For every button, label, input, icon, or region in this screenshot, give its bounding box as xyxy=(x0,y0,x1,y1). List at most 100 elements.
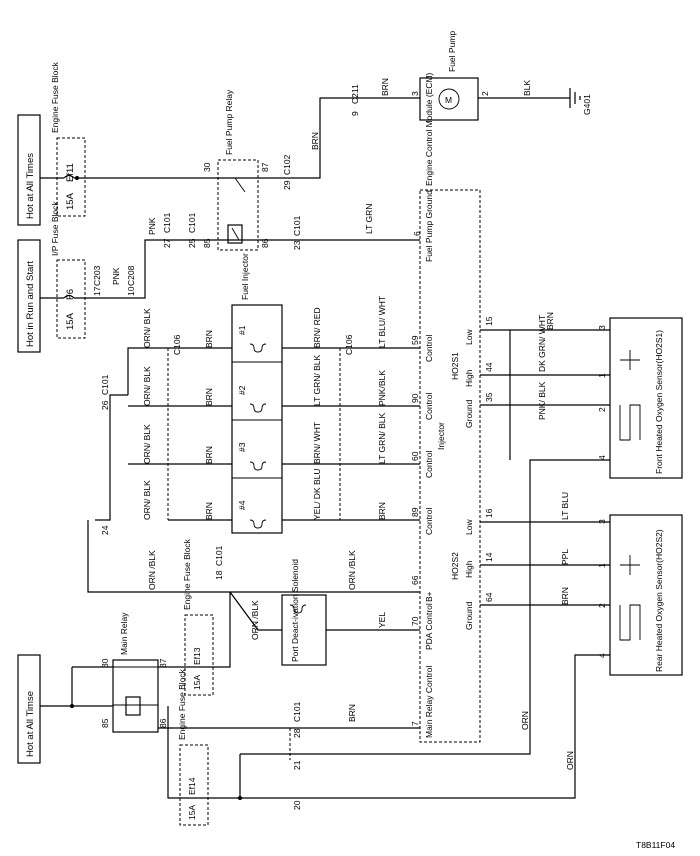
relay-pin-86: 86 xyxy=(260,238,270,248)
hot-in-run-and-start-box: Hot in Run and Start xyxy=(17,239,41,353)
brn-label-c211: BRN xyxy=(380,78,390,96)
front-pin-35: 35 xyxy=(484,392,494,402)
ef13-rating: 15A xyxy=(192,675,202,690)
front-o2-label: Front Heated Oxygen Sensor(HO2S1) xyxy=(654,330,664,474)
fuel-injector-block: Fuel Injector #1 #2 #3 #4 xyxy=(231,253,283,534)
relay-pin-85: 85 xyxy=(202,238,212,248)
yel-dk-blu-label: YEL/ DK BLU xyxy=(312,469,322,521)
brn-inj-2: BRN xyxy=(204,388,214,406)
brn-label-pump: BRN xyxy=(310,132,320,150)
ecm-pin-90: 90 xyxy=(410,393,420,403)
lt-blu-wht-label: LT BLU/ WHT xyxy=(377,296,387,348)
orn-blk-inj-2: ORN/ BLK xyxy=(142,366,152,406)
fuse-ef14: Engine Fuse Block 15A Ef14 xyxy=(177,668,209,826)
front-ground: Ground xyxy=(464,399,474,428)
c101-pin-28: 28 xyxy=(292,728,302,738)
g401-label: G401 xyxy=(582,94,592,115)
ecm-pda-control: PDA Control xyxy=(424,603,434,650)
main-relay-label: Main Relay xyxy=(119,612,129,655)
ecm-main-relay-control: Main Relay Control xyxy=(424,666,434,738)
ecm-pin-6: 6 xyxy=(412,231,422,236)
pump-pin-3: 3 xyxy=(410,91,420,96)
ef14-name: Ef14 xyxy=(187,777,197,795)
c101-label-27: C101 xyxy=(162,212,172,233)
ecm-pin-66: 66 xyxy=(410,575,420,585)
pnk-blk-label: PNK/BLK xyxy=(377,370,387,406)
main-relay: Main Relay 30 85 87 86 xyxy=(100,612,168,733)
fuel-pump-relay: Fuel Pump Relay 30 85 87 86 xyxy=(202,89,270,251)
ecm-bplus: B+ xyxy=(424,591,434,602)
ef14-block-label: Engine Fuse Block xyxy=(177,668,187,740)
c102-pin: 29 xyxy=(282,180,292,190)
yel-label: YEL xyxy=(377,612,387,628)
fuse-f6: I/P Fuse Block 15A F6 17 C203 PNK 10 C20… xyxy=(40,201,210,339)
ecm-control-2: Control xyxy=(424,392,434,420)
fuse-ef13: Engine Fuse Block 15A Ef13 xyxy=(182,538,214,696)
brn-red-label: BRN/ RED xyxy=(312,307,322,348)
pump-pin-2: 2 xyxy=(480,91,490,96)
rear-pin-14: 14 xyxy=(484,552,494,562)
ecm-fuel-pump-ground: Fuel Pump Ground xyxy=(424,190,434,262)
lt-grn-blk2-label: LT GRN/ BLK xyxy=(377,412,387,464)
c101-pin-23: 23 xyxy=(292,240,302,250)
orn-label-2: ORN xyxy=(565,751,575,770)
f6-name: F6 xyxy=(65,289,76,300)
c106-label-in: C106 xyxy=(172,334,182,355)
rear-pin-64: 64 xyxy=(484,592,494,602)
injector-2: #2 xyxy=(237,385,247,395)
ecm-control-3: Control xyxy=(424,450,434,478)
ecm-pin-59: 59 xyxy=(410,335,420,345)
ef11-rating: 15A xyxy=(65,192,76,210)
front-s-pin-2: 2 xyxy=(597,407,607,412)
brn-inj-3: BRN xyxy=(204,446,214,464)
rear-ho2s2: HO2S2 xyxy=(450,552,460,580)
hot-at-all-times-bottom-box: Hot at All Timse xyxy=(17,654,41,764)
c101-pin-26: 26 xyxy=(100,400,110,410)
ef11-block-label: Engine Fuse Block xyxy=(50,61,60,133)
fuse-ef11: Engine Fuse Block 15A Ef11 xyxy=(40,61,210,217)
rear-o2-sensor: Rear Heated Oxygen Sensor(HO2S2) xyxy=(609,514,683,676)
rear-s-pin-2: 2 xyxy=(597,603,607,608)
front-dk-grn-wht: DK GRN/ WHT xyxy=(537,315,547,372)
port-deactivation-solenoid: Port Deact-ivation Solenoid xyxy=(281,559,327,666)
ecm-module: Engine Control Module (ECM) Fuel Pump Gr… xyxy=(412,72,481,743)
rear-low: Low xyxy=(464,519,474,535)
c106-label-out: C106 xyxy=(344,334,354,355)
hot-at-all-times-top-box: Hot at All Times xyxy=(17,114,41,226)
rear-o2-label: Rear Heated Oxygen Sensor(HO2S2) xyxy=(654,529,664,672)
c101-label-25: C101 xyxy=(187,212,197,233)
ecm-label: Engine Control Module (ECM) xyxy=(424,72,434,186)
ecm-pin-7: 7 xyxy=(410,721,420,726)
blk-label: BLK xyxy=(522,80,532,96)
c101-pin-24: 24 xyxy=(100,525,110,535)
front-pin-44: 44 xyxy=(484,362,494,372)
ecm-pin-60: 60 xyxy=(410,451,420,461)
f6-rating: 15A xyxy=(65,312,76,330)
hot-in-run-and-start-label: Hot in Run and Start xyxy=(25,261,36,347)
ef13-block-label: Engine Fuse Block xyxy=(182,538,192,610)
front-ho2s1: HO2S1 xyxy=(450,352,460,380)
c102-label: C102 xyxy=(282,154,292,175)
pda-solenoid-label: Port Deact-ivation Solenoid xyxy=(290,559,300,662)
f6-block-label: I/P Fuse Block xyxy=(50,201,60,256)
fuel-pump: M Fuel Pump 3 2 xyxy=(410,31,490,121)
fuel-pump-relay-label: Fuel Pump Relay xyxy=(224,89,234,155)
relay-pin-87: 87 xyxy=(260,162,270,172)
hot-at-all-times-top-label: Hot at All Times xyxy=(25,153,36,219)
rear-ground: Ground xyxy=(464,601,474,630)
ecm-pin-70: 70 xyxy=(410,616,420,626)
orn-blk-bplus: ORN /BLK xyxy=(347,550,357,590)
main-relay-pin-85: 85 xyxy=(100,718,110,728)
relay-pin-30: 30 xyxy=(202,162,212,172)
rear-s-pin-3: 3 xyxy=(597,519,607,524)
ef14-rating: 15A xyxy=(187,805,197,820)
rear-brn: BRN xyxy=(560,587,570,605)
rear-ppl: PPL xyxy=(560,549,570,565)
lt-grn-blk-label: LT GRN/ BLK xyxy=(312,354,322,406)
brn-inj-1: BRN xyxy=(204,330,214,348)
injector-4: #4 xyxy=(237,500,247,510)
front-s-pin-4: 4 xyxy=(597,455,607,460)
lt-grn-label: LT GRN xyxy=(364,204,374,234)
brn-inj-4: BRN xyxy=(204,502,214,520)
